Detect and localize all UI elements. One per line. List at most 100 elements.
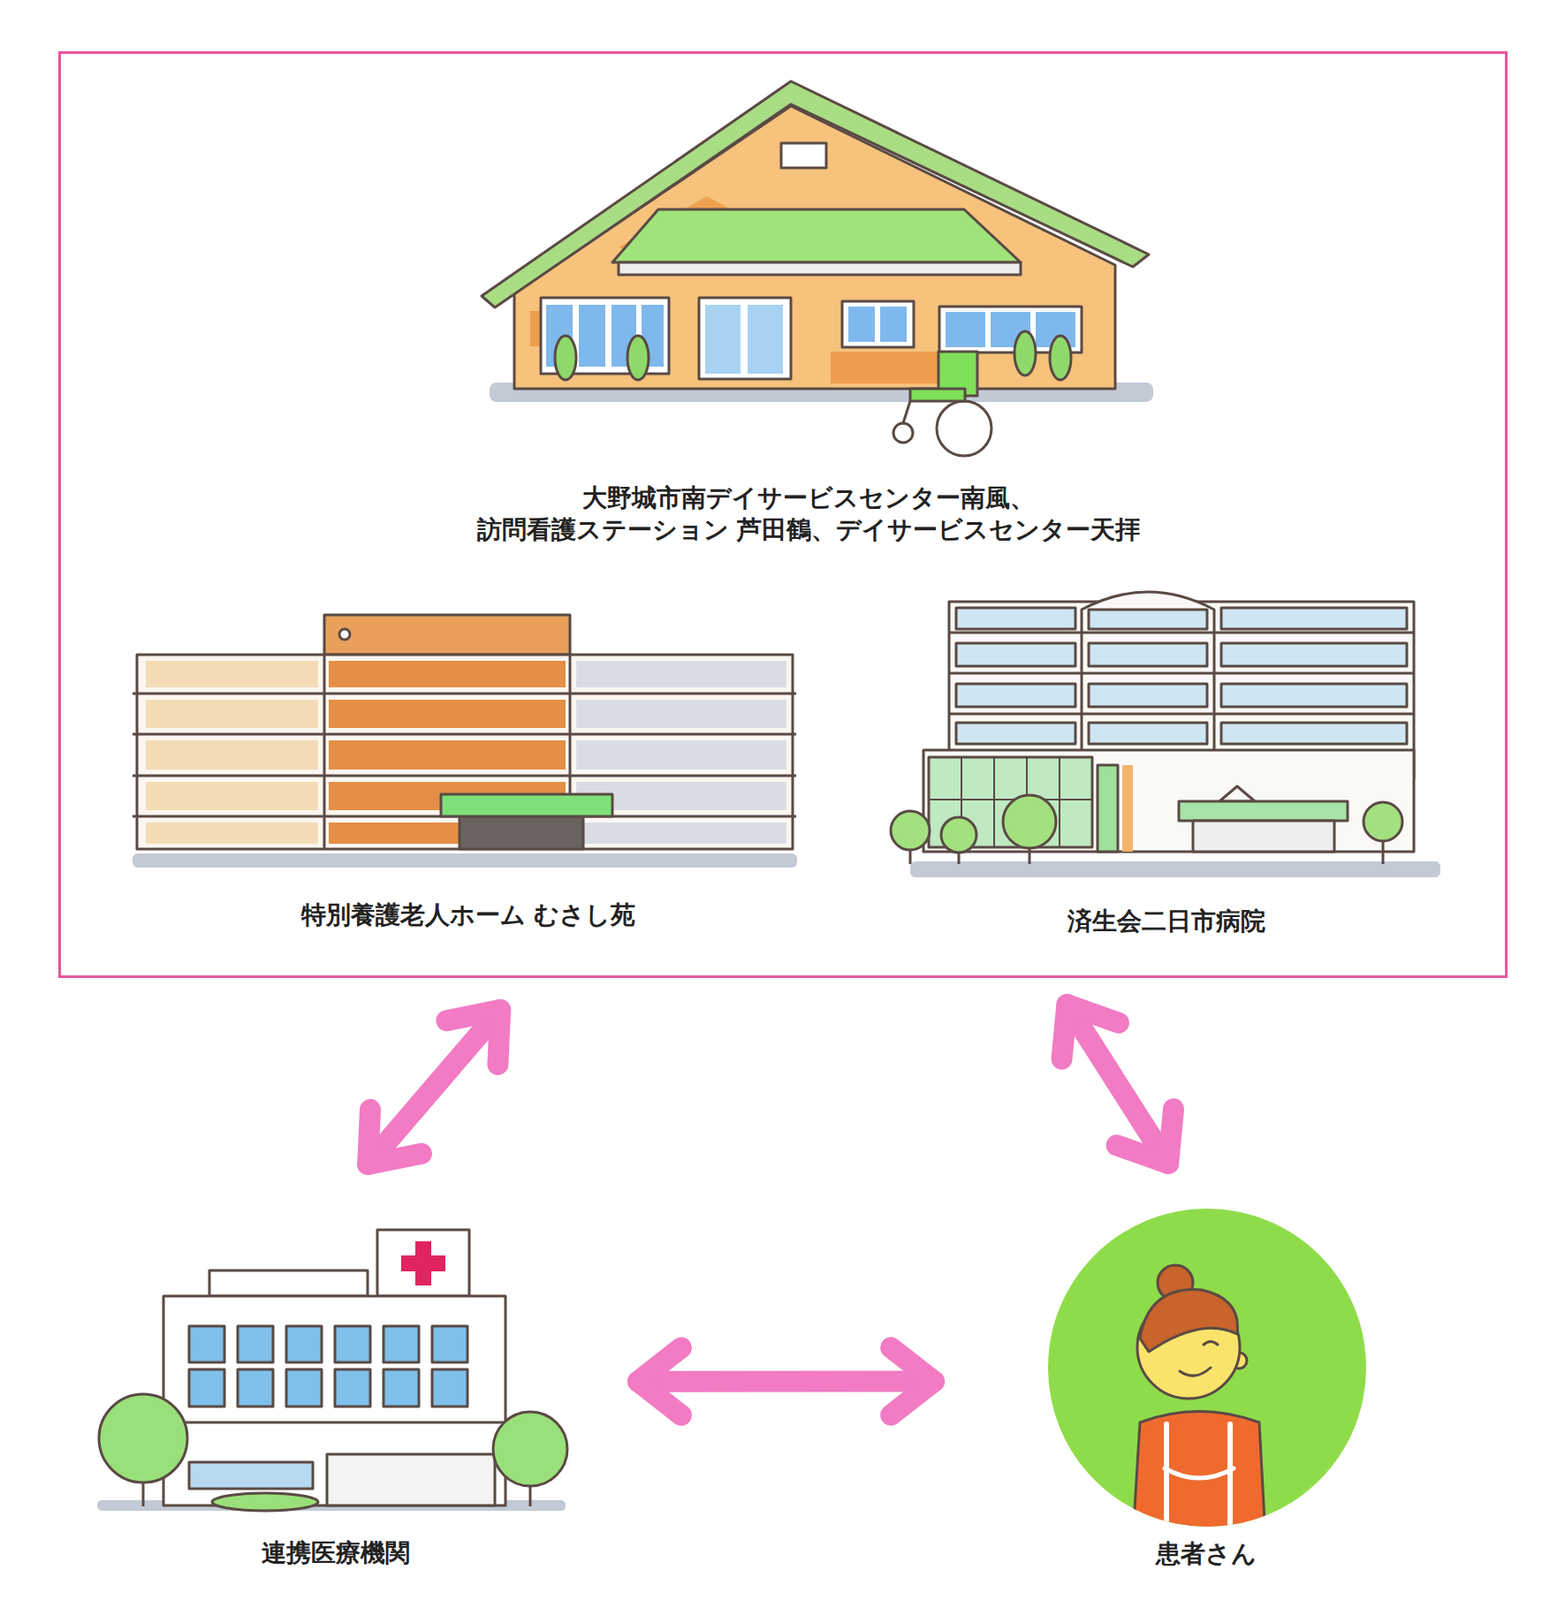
- glass: [578, 304, 606, 367]
- glass: [747, 304, 783, 374]
- window: [1088, 643, 1208, 667]
- window-band: [576, 740, 787, 770]
- floor-slab: [132, 774, 797, 778]
- window-band: [576, 699, 787, 729]
- tree: [627, 335, 649, 380]
- tree: [98, 1394, 188, 1483]
- roof-box: [209, 1270, 368, 1297]
- entrance: [459, 816, 584, 850]
- tree: [554, 335, 577, 380]
- shrub: [212, 1493, 319, 1512]
- window: [1221, 722, 1407, 745]
- eye: [1203, 1342, 1218, 1346]
- window: [334, 1369, 371, 1407]
- window: [237, 1369, 274, 1407]
- glass: [705, 304, 741, 374]
- arrow-head: [1116, 1109, 1174, 1164]
- emblem: [339, 629, 350, 640]
- node-label: 済生会二日市病院: [883, 905, 1450, 938]
- mullion: [928, 798, 1093, 801]
- node-label: 大野城市南デイサービスセンター南風、 訪問看護ステーション 芦田鶴、デイサービス…: [471, 482, 1146, 547]
- tree: [1049, 335, 1072, 380]
- pillar-strip: [1122, 765, 1133, 852]
- facility-node: 済生会二日市病院: [883, 583, 1450, 943]
- patient-body: [1132, 1412, 1266, 1539]
- window-band: [145, 782, 319, 811]
- window-band: [328, 740, 566, 770]
- porch-roof: [612, 209, 1021, 263]
- arrow-head: [890, 1347, 935, 1415]
- window: [956, 607, 1076, 630]
- roof: [481, 81, 1149, 308]
- glass: [848, 306, 875, 342]
- door: [698, 297, 791, 380]
- canopy: [1178, 801, 1348, 821]
- floor-slab: [132, 692, 797, 696]
- window: [956, 643, 1076, 667]
- canopy-gable: [1219, 786, 1255, 802]
- window: [1088, 609, 1208, 630]
- window-band: [145, 822, 319, 844]
- window: [334, 1326, 371, 1363]
- crossed-arms: [1164, 1468, 1234, 1479]
- window: [189, 1462, 313, 1490]
- window: [286, 1326, 322, 1363]
- facade: [514, 106, 1116, 389]
- window: [1088, 722, 1208, 745]
- mullion: [993, 757, 996, 848]
- window: [1221, 607, 1407, 630]
- window: [383, 1369, 419, 1407]
- window-band: [145, 740, 319, 770]
- shirt: [1132, 1412, 1266, 1539]
- tree-trunk: [1382, 839, 1385, 865]
- window-band: [145, 699, 319, 729]
- clinic-building: [97, 1230, 568, 1512]
- tree: [941, 817, 977, 853]
- glass: [880, 306, 907, 342]
- patient-figure: [1048, 1208, 1367, 1538]
- wheel: [893, 423, 913, 443]
- double-arrow: [367, 1010, 501, 1165]
- window: [842, 301, 914, 348]
- porch-beam: [618, 262, 1021, 275]
- red-cross: [401, 1255, 446, 1272]
- window: [956, 683, 1076, 707]
- tree: [1014, 331, 1036, 376]
- arrow-head: [638, 1347, 682, 1415]
- arrow-head: [367, 1109, 422, 1165]
- window-band: [328, 699, 566, 729]
- node-label: 連携医療機関: [97, 1537, 575, 1570]
- window: [432, 1369, 468, 1407]
- window: [189, 1326, 225, 1363]
- podium: [923, 750, 1414, 852]
- tree: [890, 811, 930, 851]
- pillar: [1097, 765, 1118, 852]
- floor-line: [949, 672, 1414, 676]
- wheel: [936, 401, 992, 456]
- facility-node: 大野城市南デイサービスセンター南風、 訪問看護ステーション 芦田鶴、デイサービス…: [441, 81, 1176, 551]
- window-band: [576, 822, 787, 844]
- green-circle: [1048, 1208, 1367, 1528]
- wing-division: [323, 654, 327, 850]
- window: [383, 1326, 419, 1363]
- window: [1221, 643, 1407, 667]
- tree-trunk: [529, 1484, 532, 1507]
- clinic-node: 連携医療機関: [97, 1219, 575, 1574]
- wheelchair-frame: [903, 401, 911, 424]
- nursing-home-building: [132, 615, 798, 868]
- door: [1192, 820, 1335, 852]
- shirt-stripe: [1227, 1424, 1233, 1538]
- mullion: [1058, 757, 1061, 848]
- arrow-shaft: [638, 1370, 935, 1392]
- canopy: [440, 794, 613, 817]
- window: [1221, 683, 1407, 707]
- hospital-building: [890, 592, 1441, 878]
- body: [163, 1296, 506, 1506]
- double-arrow: [1061, 1004, 1174, 1164]
- header-block: [324, 615, 570, 655]
- body: [136, 654, 793, 850]
- gable-window: [781, 143, 827, 168]
- tree: [493, 1412, 568, 1487]
